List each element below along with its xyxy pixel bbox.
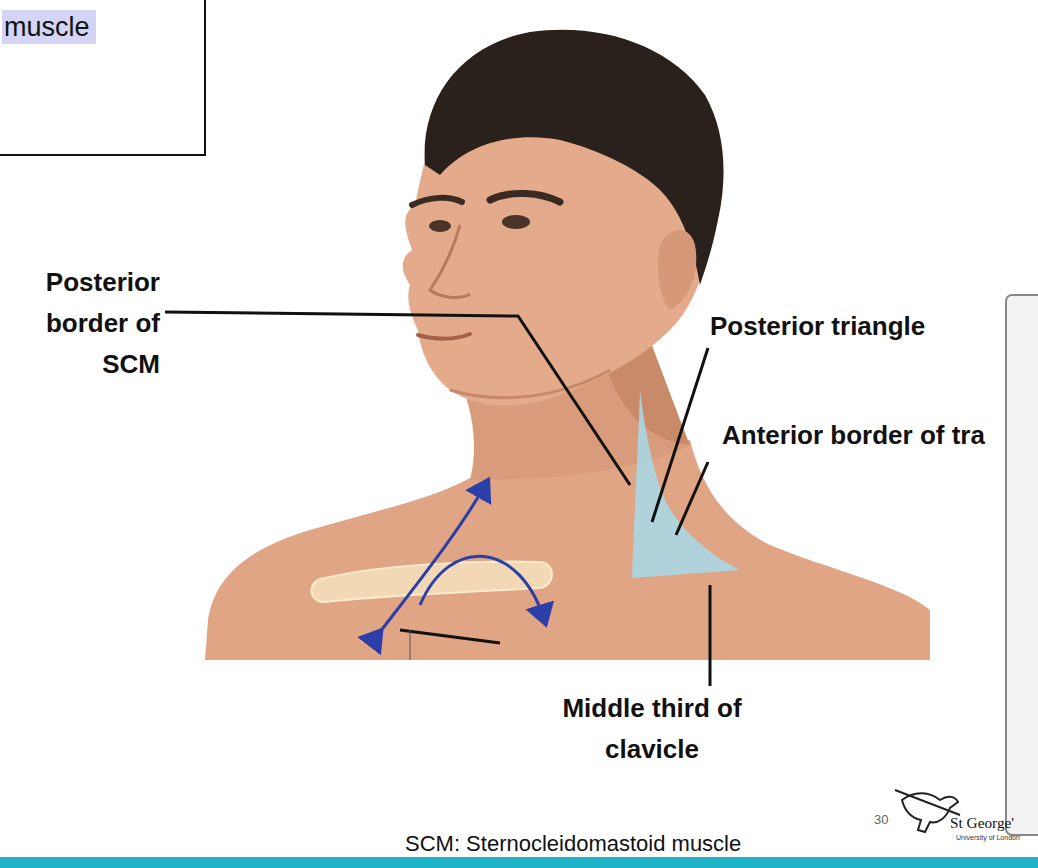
marker-line	[410, 630, 411, 660]
text-box: muscle	[0, 0, 206, 156]
structure-label: Middle third of clavicle	[527, 688, 777, 770]
leader-line	[676, 462, 708, 535]
leader-line	[652, 348, 708, 522]
eye	[429, 220, 451, 232]
structure-label: Posterior triangle	[710, 306, 1010, 347]
leader-line	[165, 312, 630, 485]
eye	[502, 215, 530, 229]
mouth	[418, 334, 470, 339]
structure-label: Anterior border of tra	[722, 415, 1034, 456]
nose	[430, 225, 470, 297]
eyebrow	[412, 198, 462, 205]
ear	[658, 230, 696, 310]
marker-line	[400, 630, 500, 643]
abbreviation-note: SCM: Sternocleidomastoid muscle	[405, 830, 765, 858]
highlighted-text: muscle	[2, 10, 96, 44]
structure-label: Posterior border of SCM	[10, 262, 160, 385]
logo-subtext: University of London	[956, 833, 1036, 842]
slide-number: 30	[874, 812, 898, 828]
footer-bar	[0, 857, 1038, 868]
movement-arrow	[420, 556, 545, 622]
leader-line	[709, 585, 712, 686]
jaw-shadow	[450, 370, 610, 398]
side-panel	[1006, 295, 1038, 835]
logo-text: St George'	[950, 812, 1038, 834]
eyebrow	[490, 193, 560, 202]
